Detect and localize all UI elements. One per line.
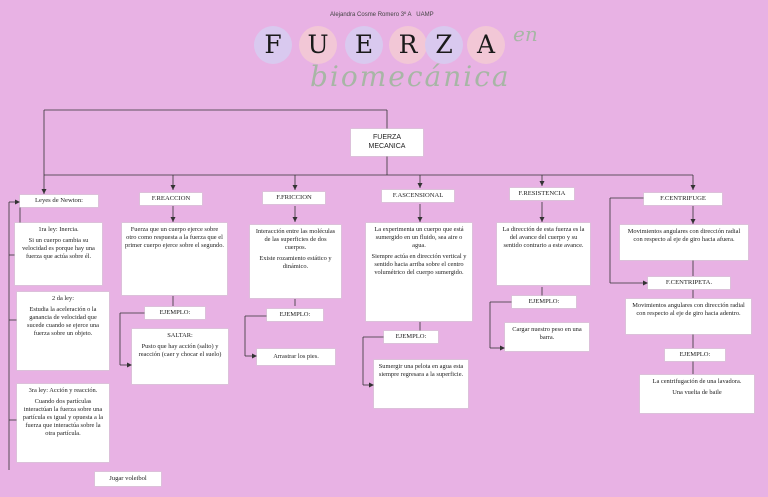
resistencia-example-box: Cargar nuestro peso en una barra. [505,323,589,351]
friccion-example-box: Arrastrar los pies. [257,349,335,365]
centripeta-text: Movimientos angulares con dirección radi… [632,302,745,317]
centrifuga-desc: Movimientos angulares con dirección radi… [620,225,748,260]
centrifuga-example-text: La centrifugación de una lavadora. [652,378,742,385]
newton-example: Jugar voleibol [95,472,161,486]
friccion-text2: Existe rozamiento estático y dinámico. [259,255,332,270]
resistencia-text: La dirección de esta fuerza es la del av… [502,226,585,249]
resistencia-example-text: Cargar nuestro peso en una barra. [512,326,582,341]
ascensional-desc: La experimenta un cuerpo que está sumerg… [366,223,472,321]
title-letter-e: E [345,26,383,64]
newton-law1-title: 1ra ley: Inercia. [38,226,79,233]
title-letter-z: Z [425,26,463,64]
reaccion-text: Fuerza que un cuerpo ejerce sobre otro c… [125,226,225,249]
subtitle: biomecánica [310,60,511,93]
reaccion-example-box: SALTAR: Pusto que hay acción (salto) y r… [132,329,228,384]
newton-law1-text: Si un cuerpo cambia su velocidad es porq… [22,237,95,260]
resistencia-title: F.RESISTENCIA [510,188,574,200]
centrifuga-example-box: La centrifugación de una lavadora. Una v… [640,375,754,413]
title-letter-f: F [254,26,292,64]
centrifuga-title: F.CENTRIFUGE [644,193,722,205]
friccion-desc: Interacción entre las moléculas de las s… [250,225,341,298]
ascensional-title: F.ASCENSIONAL [382,190,454,202]
newton-law3-box: 3ra ley: Acción y reacción. Cuando dos p… [17,384,109,462]
centripeta-title: F.CENTRIPETA. [648,277,730,289]
author-line: Alejandra Cosme Romero 3º A UAMP [330,12,434,18]
reaccion-desc: Fuerza que un cuerpo ejerce sobre otro c… [122,223,227,295]
newton-law3-title: 3ra ley: Acción y reacción. [28,387,98,394]
ascensional-text: La experimenta un cuerpo que está sumerg… [374,226,464,249]
title-letter-a: A [467,26,505,64]
friccion-example-label: EJEMPLO: [267,309,323,321]
reaccion-example-text: Pusto que hay acción (salto) y reacción … [138,343,222,358]
friccion-example-text: Arrastrar los pies. [273,353,319,360]
resistencia-desc: La dirección de esta fuerza es la del av… [497,223,590,285]
friccion-text: Interacción entre las moléculas de las s… [255,228,336,251]
centripeta-desc: Movimientos angulares con dirección radi… [626,299,751,334]
reaccion-example-title: SALTAR: [167,332,193,339]
newton-title: Leyes de Newton: [20,195,98,207]
title-suffix: en [513,22,538,46]
newton-law2-text: Estudia la aceleración o la ganancia de … [26,306,100,337]
newton-law2-box: 2 da ley: Estudia la aceleración o la ga… [17,292,109,370]
centrifuga-text: Movimientos angulares con dirección radi… [627,228,741,243]
ascensional-example-label: EJEMPLO: [384,331,438,343]
newton-law1-box: 1ra ley: Inercia. Si un cuerpo cambia su… [15,223,102,285]
reaccion-example-label: EJEMPLO: [145,307,205,319]
ascensional-example-text: Sumergir una pelota en agua esta siempre… [378,363,464,378]
friccion-title: F.FRICCION [263,192,325,204]
newton-law2-title: 2 da ley: [51,295,74,302]
root-node: FUERZA MECANICA [351,129,423,156]
newton-law3-text: Cuando dos partículas interactúan la fue… [22,398,104,437]
ascensional-text2: Siempre actúa en dirección vertical y se… [371,253,467,276]
ascensional-example-box: Sumergir una pelota en agua esta siempre… [374,360,468,408]
centrifuga-example-label: EJEMPLO: [665,349,725,361]
title-letter-u: U [299,26,337,64]
reaccion-title: F.REACCION [140,193,202,205]
resistencia-example-label: EJEMPLO: [512,296,576,308]
root-label: FUERZA MECANICA [368,134,406,150]
title-letter-r: R [389,26,427,64]
centrifuga-example-text2: Una vuelta de baile [672,389,722,396]
